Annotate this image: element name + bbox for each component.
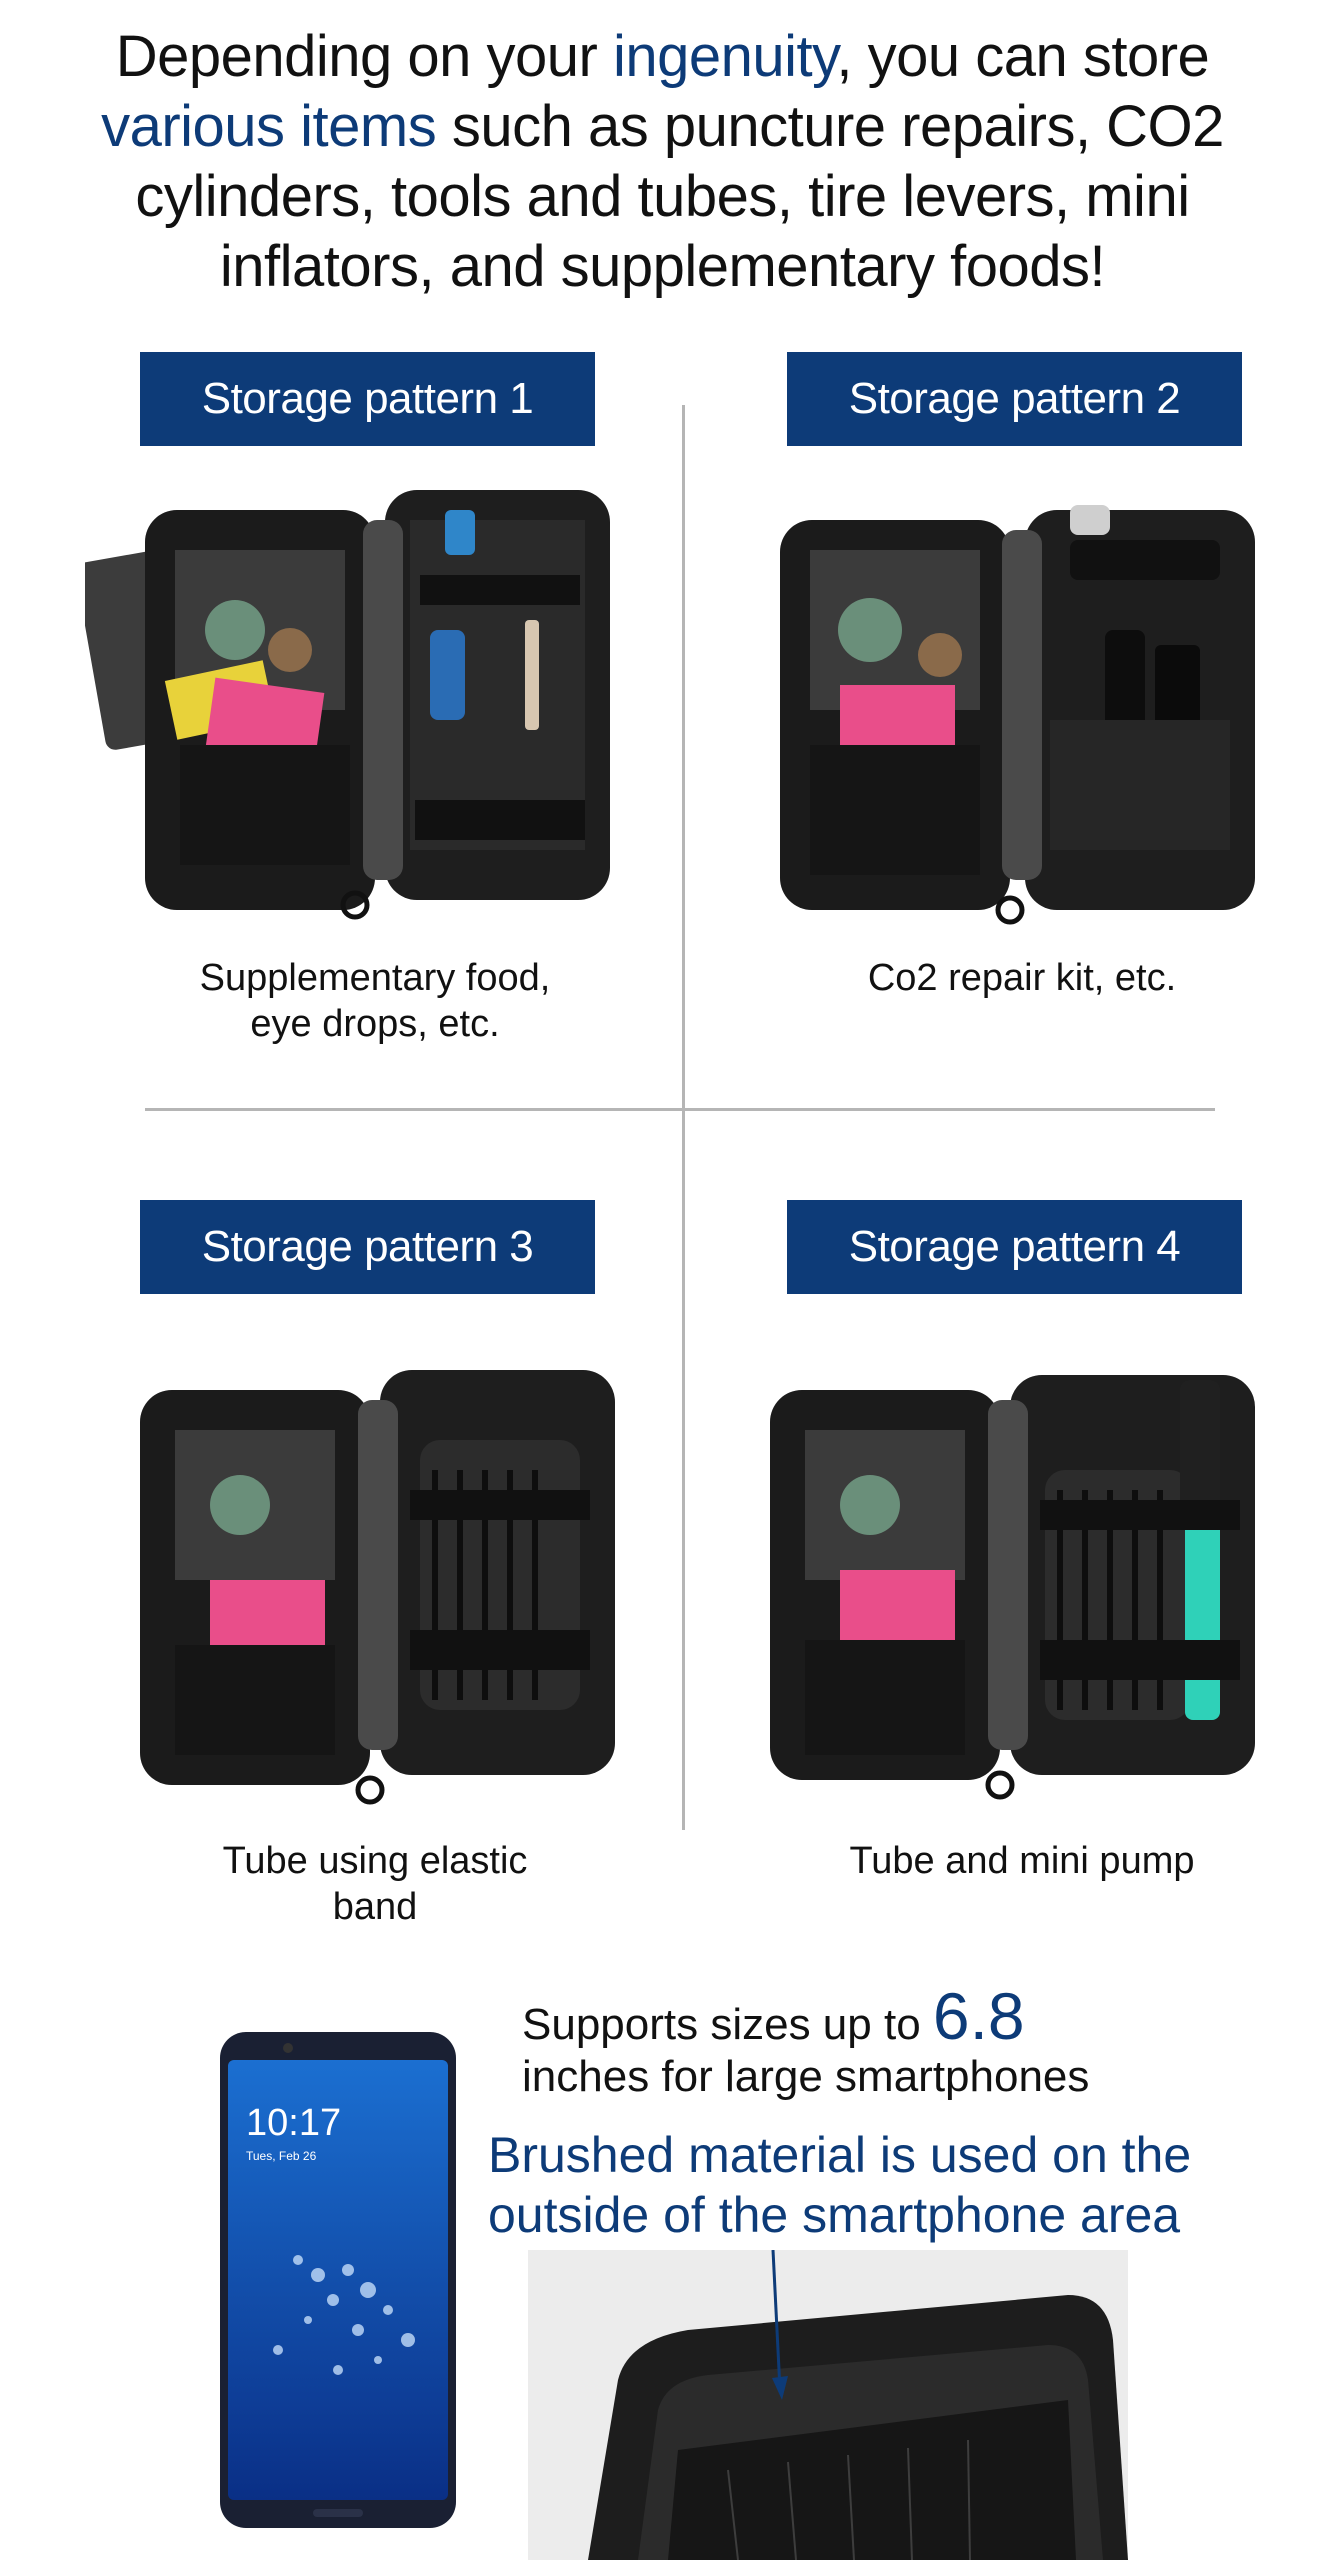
horizontal-divider (145, 1108, 1215, 1111)
vertical-divider (682, 405, 685, 1830)
pattern-1-caption: Supplementary food, eye drops, etc. (95, 955, 655, 1047)
pattern-2-bag-image (780, 505, 1255, 925)
pattern-3-caption: Tube using elastic band (95, 1838, 655, 1930)
pattern-4-caption: Tube and mini pump (742, 1838, 1302, 1884)
phone-clock: 10:17 (246, 2102, 341, 2144)
brushed-material-text: Brushed material is used on the outside … (488, 2125, 1308, 2245)
smartphone-size-text: Supports sizes up to 6.8 inches for larg… (522, 1983, 1302, 2103)
headline-text-2: , you can store (836, 24, 1210, 89)
pattern-2-title: Storage pattern 2 (787, 352, 1242, 446)
brushed-material-line-2: outside of the smartphone area (488, 2187, 1181, 2243)
pattern-3-bag-image (140, 1370, 615, 1805)
headline-text-1: Depending on your (115, 24, 613, 89)
smartphone-size-line-1: Supports sizes up to 6.8 (522, 1983, 1302, 2051)
pattern-2-caption-line-1: Co2 repair kit, etc. (867, 957, 1177, 999)
pattern-4-bag-image (770, 1375, 1255, 1800)
headline: Depending on your ingenuity, you can sto… (30, 22, 1295, 302)
pattern-1-title: Storage pattern 1 (140, 352, 595, 446)
smartphone-size-value: 6.8 (932, 1979, 1025, 2053)
brushed-material-line-1: Brushed material is used on the (488, 2127, 1192, 2183)
pattern-3-title: Storage pattern 3 (140, 1200, 595, 1294)
brushed-material-closeup-image (528, 2250, 1128, 2560)
pattern-1-caption-line-2: eye drops, etc. (250, 1003, 500, 1045)
pattern-1-bag-image (85, 490, 610, 920)
headline-text-3: such as puncture repairs, CO2 cylinders,… (135, 94, 1224, 299)
pattern-2-caption: Co2 repair kit, etc. (742, 955, 1302, 1001)
smartphone-size-prefix: Supports sizes up to (522, 2000, 933, 2049)
headline-highlight-ingenuity: ingenuity (612, 24, 837, 89)
pattern-4-title: Storage pattern 4 (787, 1200, 1242, 1294)
headline-highlight-various-items: various items (101, 94, 437, 159)
pattern-3-caption-line-1: Tube using elastic (222, 1840, 528, 1882)
phone-date: Tues, Feb 26 (246, 2149, 317, 2163)
smartphone-size-line-2: inches for large smartphones (522, 2052, 1090, 2101)
pattern-4-caption-line-1: Tube and mini pump (849, 1840, 1195, 1882)
smartphone-image: 10:17 Tues, Feb 26 (220, 2032, 456, 2528)
pattern-3-caption-line-2: band (332, 1886, 418, 1928)
pattern-1-caption-line-1: Supplementary food, (199, 957, 551, 999)
